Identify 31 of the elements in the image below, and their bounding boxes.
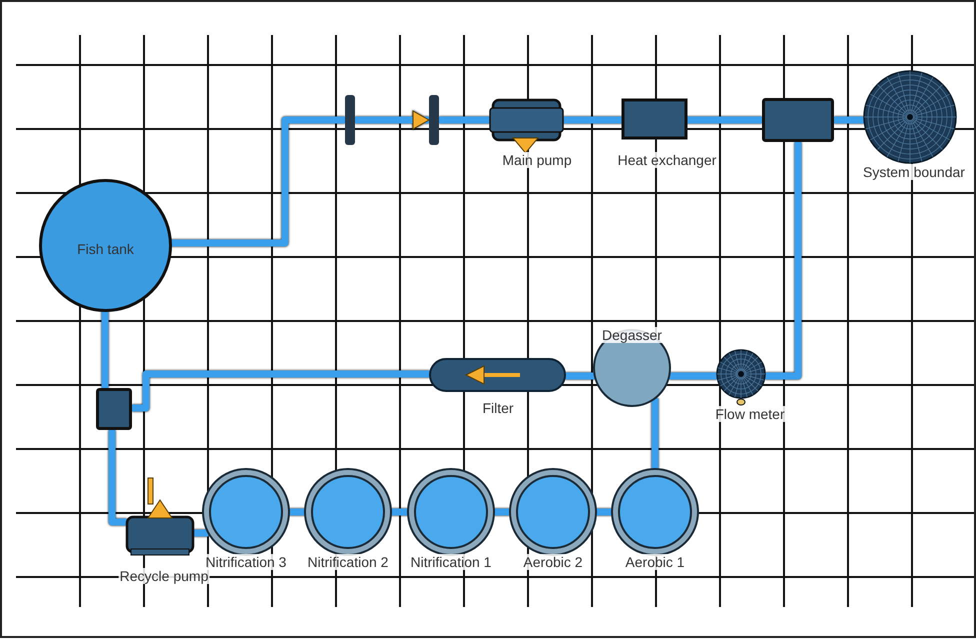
pipe xyxy=(391,508,408,516)
component-label: Nitrification 3 xyxy=(204,554,288,570)
pipe xyxy=(834,116,864,124)
pipe xyxy=(565,372,595,380)
component-label: Aerobic 1 xyxy=(624,554,686,570)
pipe xyxy=(596,508,612,516)
pipe xyxy=(170,116,345,246)
pipe xyxy=(686,116,762,124)
component-label: Filter xyxy=(481,400,515,416)
component-label: Main pump xyxy=(501,152,573,168)
pipe xyxy=(494,508,510,516)
component-label: Flow meter xyxy=(714,406,786,422)
component-label: Fish tank xyxy=(76,241,135,257)
pipe xyxy=(563,116,623,124)
pipe xyxy=(764,142,802,380)
component-label: Degasser xyxy=(601,327,663,343)
component-label: System boundar xyxy=(862,164,966,180)
pipe xyxy=(108,430,127,526)
component-label: Nitrification 1 xyxy=(410,554,492,570)
pipe xyxy=(355,110,430,130)
component-label: Nitrification 2 xyxy=(306,554,390,570)
pipe xyxy=(669,372,718,380)
pipe xyxy=(132,370,430,412)
component-label: Aerobic 2 xyxy=(522,554,584,570)
component-label: Recycle pump xyxy=(118,568,210,584)
component-label: Heat exchanger xyxy=(616,152,718,168)
pipe xyxy=(289,508,305,516)
pipe xyxy=(439,116,490,124)
pipe xyxy=(193,530,208,536)
pipe xyxy=(102,310,108,388)
pipe xyxy=(652,398,658,469)
